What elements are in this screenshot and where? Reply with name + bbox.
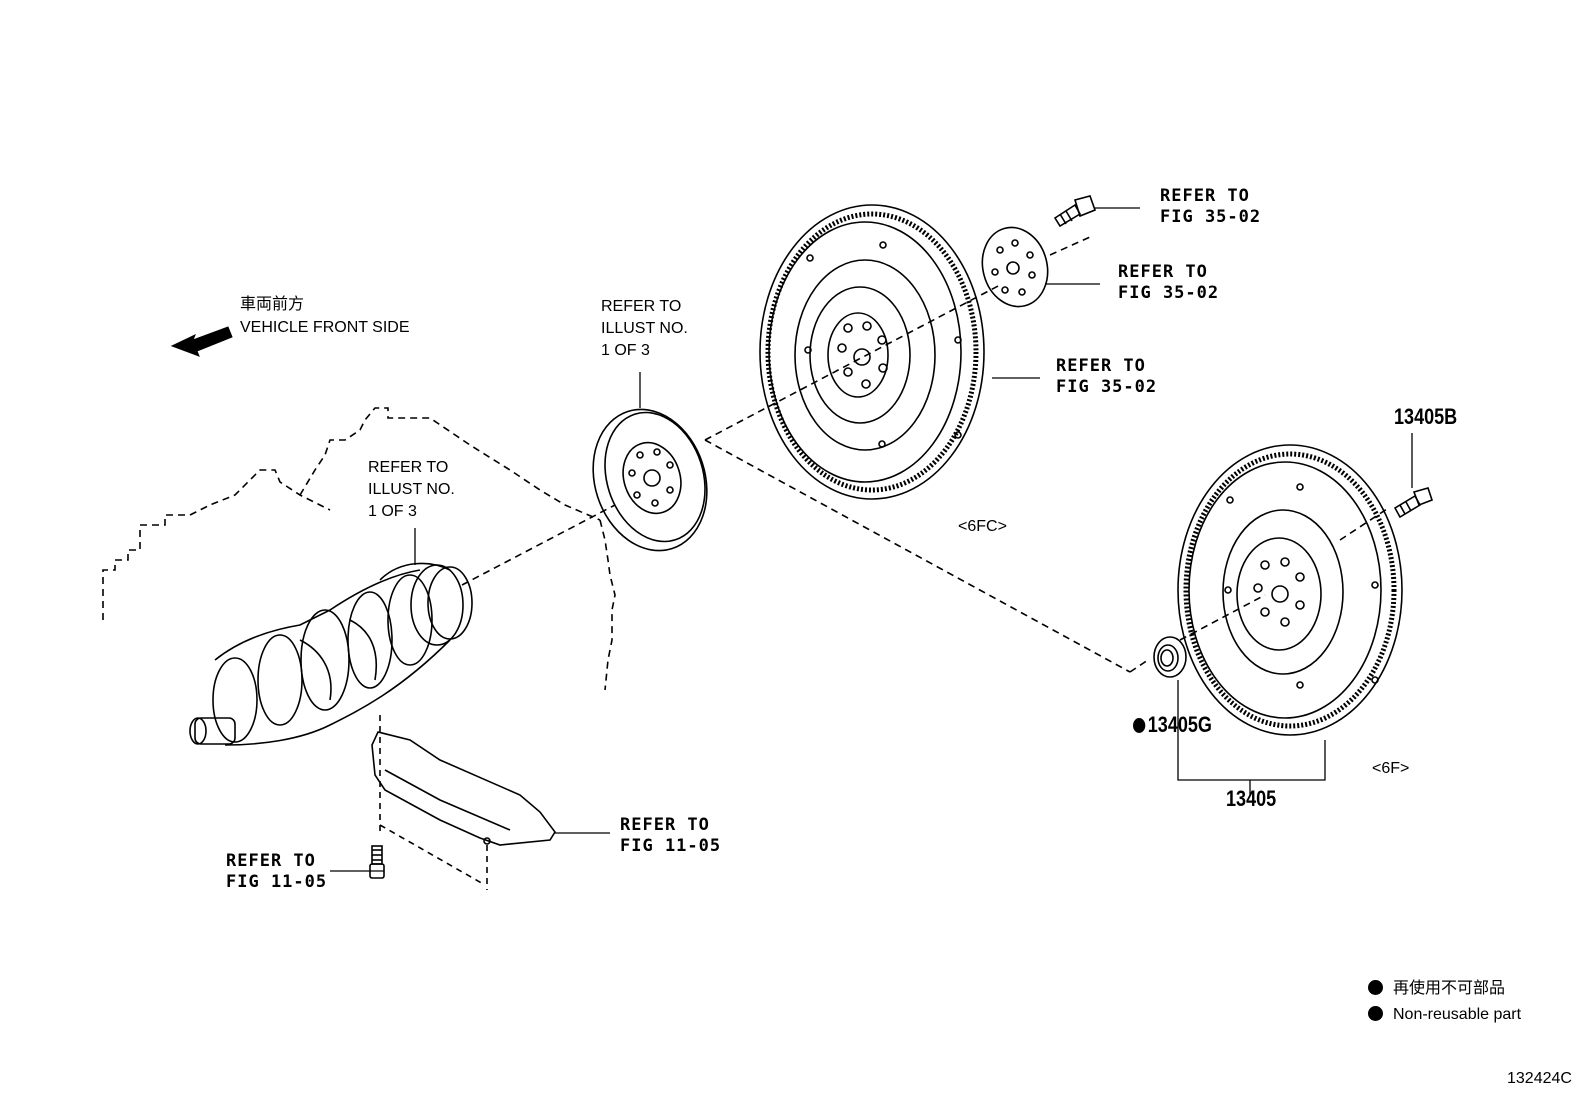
crankshaft: [189, 562, 473, 746]
callout-line: REFER TO: [368, 459, 449, 476]
callout-fig-cover[interactable]: REFER TO FIG 11-05: [620, 815, 721, 857]
legend-en: Non-reusable part: [1368, 1004, 1521, 1026]
leader-lines: [330, 207, 1413, 872]
non-reusable-icon: [1133, 718, 1146, 733]
engine-block-outline: [102, 407, 616, 691]
flywheel-6f: [1177, 444, 1403, 736]
variant-label-6f: <6F>: [1372, 760, 1410, 777]
flexplate: [592, 408, 708, 552]
callout-line: ILLUST NO.: [368, 481, 455, 498]
callout-line: FIG 35-02: [1118, 283, 1220, 303]
callout-line: REFER TO: [1118, 262, 1208, 282]
callout-line: REFER TO: [1056, 356, 1146, 376]
callout-fig-bolt-top[interactable]: REFER TO FIG 35-02: [1160, 186, 1261, 228]
direction-label-en: VEHICLE FRONT SIDE: [240, 319, 410, 336]
callout-illust-crank: REFER TO ILLUST NO. 1 OF 3: [368, 457, 455, 523]
front-arrow-icon: [170, 326, 233, 357]
callout-line: ILLUST NO.: [601, 320, 688, 337]
callout-line: FIG 11-05: [226, 872, 328, 892]
diagram-id: 132424C: [1507, 1070, 1572, 1087]
reinforcement-plate: [981, 226, 1049, 308]
legend-bullet-icon: [1368, 1006, 1383, 1021]
cover-bolt: [369, 845, 385, 879]
legend-jp: 再使用不可部品: [1368, 978, 1505, 1000]
callout-line: REFER TO: [1160, 186, 1250, 206]
callout-line: REFER TO: [620, 815, 710, 835]
callout-line: 1 OF 3: [601, 342, 650, 359]
part-number-13405g[interactable]: 13405G: [1133, 714, 1212, 736]
bolt-13405b: [1393, 487, 1434, 519]
part-number-13405[interactable]: 13405: [1226, 786, 1277, 811]
pilot-bearing: [1153, 636, 1187, 678]
direction-label-jp: 車両前方: [240, 296, 305, 313]
callout-fig-driveplate[interactable]: REFER TO FIG 35-02: [1056, 356, 1157, 398]
callout-line: REFER TO: [226, 851, 316, 871]
callout-line: FIG 11-05: [620, 836, 722, 856]
legend-jp-text: 再使用不可部品: [1393, 980, 1506, 997]
legend-en-text: Non-reusable part: [1393, 1006, 1522, 1023]
callout-line: FIG 35-02: [1056, 377, 1158, 397]
lower-cover: [371, 715, 556, 890]
callout-line: FIG 35-02: [1160, 207, 1262, 227]
callout-fig-plate[interactable]: REFER TO FIG 35-02: [1118, 262, 1219, 304]
callout-fig-cover-bolt[interactable]: REFER TO FIG 11-05: [226, 851, 327, 893]
callout-line: REFER TO: [601, 298, 682, 315]
legend-bullet-icon: [1368, 980, 1383, 995]
part-number-text: 13405G: [1147, 712, 1212, 737]
callout-line: 1 OF 3: [368, 503, 417, 520]
drive-plate-6fc: [759, 204, 985, 500]
part-number-13405b[interactable]: 13405B: [1394, 404, 1458, 429]
variant-label-6fc: <6FC>: [958, 518, 1007, 535]
callout-illust-flexplate: REFER TO ILLUST NO. 1 OF 3: [601, 296, 688, 362]
bolt-top: [1053, 195, 1097, 228]
